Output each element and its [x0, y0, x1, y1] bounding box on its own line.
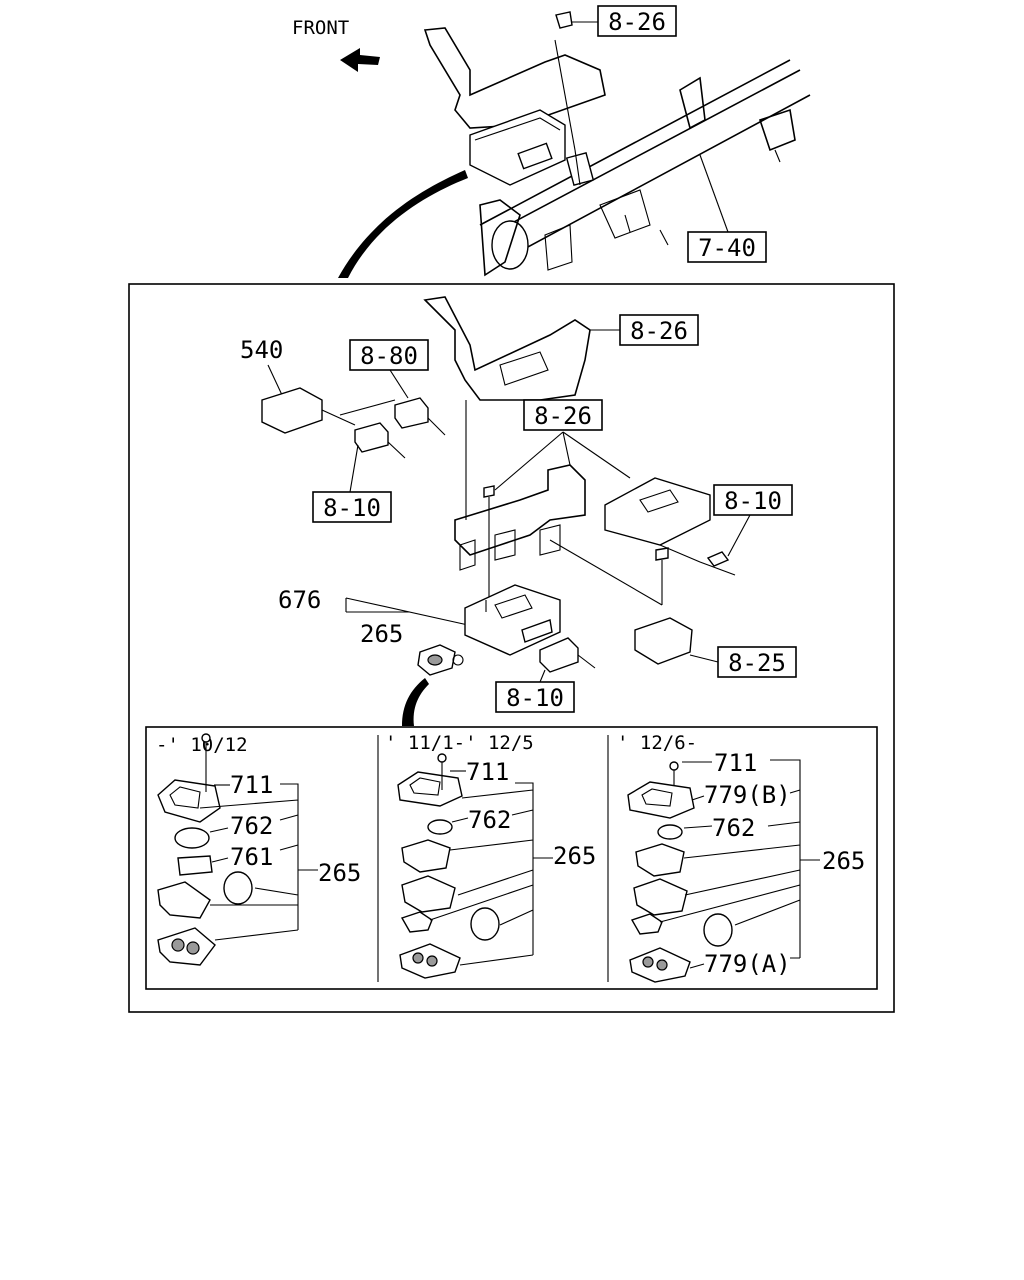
case-insert-icon	[401, 875, 456, 913]
connector-880	[394, 397, 429, 429]
callout-harness-bottom: 8-10	[506, 684, 564, 712]
detail-frame	[128, 283, 895, 1013]
zoom-arrow-icon	[338, 170, 468, 278]
contact-plate-icon	[630, 913, 663, 935]
variant-2-assembly: 265	[553, 842, 596, 870]
variant-3-case-a: 779(A)	[704, 950, 791, 978]
callout-harness-right: 8-10	[724, 487, 782, 515]
holder-icon	[401, 839, 451, 873]
variant-3-assembly: 265	[822, 847, 865, 875]
crossmember-tube	[479, 59, 811, 277]
relay-540	[261, 387, 323, 434]
battery-762-icon	[427, 819, 453, 835]
variant-2: ' 11/1-' 12/5 711 762 265	[385, 732, 596, 979]
battery-762-icon	[174, 827, 210, 849]
seal-ring-icon	[703, 913, 733, 947]
callout-module-825: 8-25	[728, 649, 786, 677]
part-540-label: 540	[240, 336, 283, 364]
mounting-bracket	[423, 296, 591, 401]
variant-1-holder: 761	[230, 843, 273, 871]
variant-1-period: -' 10/12	[156, 734, 248, 756]
connector-810-left	[354, 422, 389, 453]
variant-2-battery: 762	[468, 806, 511, 834]
part-676-label: 676	[278, 586, 321, 614]
fob-case-bottom	[157, 927, 216, 966]
control-unit-right	[604, 477, 711, 546]
fob-arrow-icon	[402, 678, 429, 726]
callout-top-bracket: 8-26	[608, 8, 666, 36]
callout-crossmember: 7-40	[698, 234, 756, 262]
nut-icon	[483, 485, 495, 498]
connector-810-bottom	[539, 637, 579, 673]
variant-3-screw: 711	[714, 749, 757, 777]
part-265-label: 265	[360, 620, 403, 648]
case-insert-icon	[633, 878, 688, 916]
screw-711-icon	[437, 753, 447, 763]
holder-icon	[635, 843, 685, 877]
screw-711-icon	[669, 761, 679, 771]
variant-1-battery: 762	[230, 812, 273, 840]
callout-mount: 8-26	[534, 402, 592, 430]
battery-762-icon	[657, 824, 683, 840]
front-label: FRONT	[292, 17, 349, 39]
top-bolt-icon	[555, 11, 573, 29]
seal-ring-icon	[223, 871, 253, 905]
top-bracket	[423, 27, 606, 186]
callout-harness-left: 8-10	[323, 494, 381, 522]
variant-3-case-b: 779(B)	[704, 781, 791, 809]
variant-3-period: ' 12/6-	[617, 732, 697, 754]
variant-3-battery: 762	[712, 814, 755, 842]
callout-harness-880: 8-80	[360, 342, 418, 370]
front-arrow-icon	[340, 48, 380, 72]
variants-panel	[145, 726, 878, 990]
variant-1: -' 10/12 711 762 761 265	[156, 733, 361, 966]
contact-plate-icon	[400, 911, 433, 933]
module-825	[634, 617, 693, 665]
module-676	[464, 584, 561, 656]
case-779b-icon	[627, 781, 695, 819]
variant-3: ' 12/6- 711 779(B) 762 779(A) 265	[617, 732, 865, 983]
fob-case-top	[157, 779, 221, 823]
variant-1-assembly: 265	[318, 859, 361, 887]
mount-plate	[454, 464, 586, 571]
connector-810-right	[706, 551, 730, 567]
holder-761-icon	[177, 855, 213, 876]
case-insert-icon	[157, 881, 211, 919]
seal-ring-icon	[470, 907, 500, 941]
variant-1-screw: 711	[230, 771, 273, 799]
screw-711-icon	[201, 733, 211, 743]
variant-2-screw: 711	[466, 758, 509, 786]
fob-case-top	[397, 771, 463, 807]
callout-bracket: 8-26	[630, 317, 688, 345]
screw-icon	[655, 547, 669, 561]
variant-2-period: ' 11/1-' 12/5	[385, 732, 534, 754]
